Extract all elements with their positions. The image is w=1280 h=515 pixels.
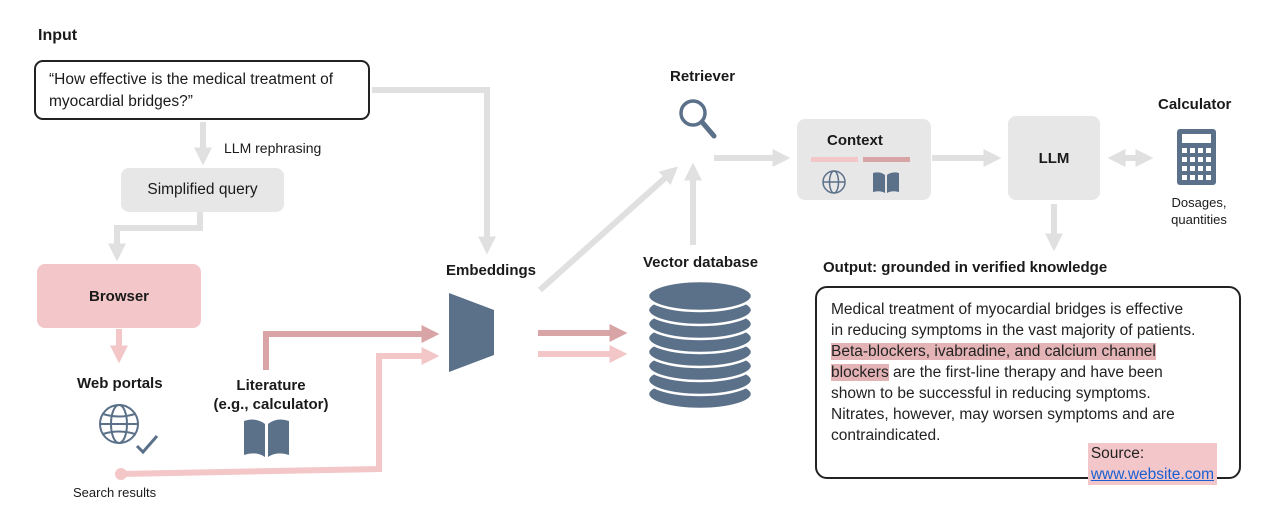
- arrow-query-to-embeddings: [372, 87, 496, 255]
- output-box: Medical treatment of myocardial bridges …: [815, 286, 1241, 485]
- output-line-5: shown to be successful in reducing sympt…: [831, 385, 1151, 402]
- dosages-line-1: Dosages,: [1171, 195, 1227, 210]
- output-line-2: in reducing symptoms in the vast majorit…: [831, 322, 1196, 339]
- calculator-label: Calculator: [1158, 96, 1232, 113]
- output-highlight-2: blockers: [831, 364, 889, 381]
- database-icon: [646, 279, 754, 411]
- query-line-2: myocardial bridges?”: [49, 93, 193, 110]
- context-label: Context: [827, 132, 883, 149]
- embeddings-label: Embeddings: [446, 262, 537, 279]
- literature-line-2: (e.g., calculator): [213, 396, 329, 413]
- search-results-dot: [115, 468, 127, 480]
- search-results-label: Search results: [73, 485, 157, 500]
- source-citation: Source: www.website.com: [1087, 443, 1217, 485]
- embeddings-shape: [449, 293, 494, 372]
- output-line-4-rest: are the first-line therapy and have been: [888, 364, 1163, 381]
- output-title: Output: grounded in verified knowledge: [823, 259, 1108, 276]
- context-bar-1: [811, 157, 858, 162]
- context-bar-2: [863, 157, 910, 162]
- llm-label: LLM: [1038, 149, 1070, 167]
- output-line-1: Medical treatment of myocardial bridges …: [831, 301, 1184, 318]
- input-title: Input: [38, 27, 78, 44]
- retriever-label: Retriever: [670, 68, 736, 85]
- source-label: Source:: [1090, 445, 1145, 462]
- literature-label: Literature (e.g., calculator): [206, 376, 336, 414]
- simplified-query-label: Simplified query: [147, 181, 258, 198]
- query-line-1: “How effective is the medical treatment …: [49, 71, 334, 88]
- context-book-icon: [873, 172, 899, 193]
- literature-line-1: Literature: [236, 377, 306, 394]
- output-line-4: blockers are the first-line therapy and …: [831, 362, 1239, 383]
- arrow-search-results-to-embeddings: [120, 347, 440, 477]
- output-line-7: contraindicated.: [831, 427, 941, 444]
- llm-box: LLM: [1008, 116, 1100, 200]
- context-globe-icon: [822, 170, 846, 194]
- llm-rephrasing-label: LLM rephrasing: [224, 140, 322, 156]
- simplified-query-box: Simplified query: [121, 168, 284, 212]
- arrow-embeddings-to-retriever: [537, 166, 679, 293]
- arrow-literature-to-embeddings: [263, 325, 440, 370]
- output-line-6: Nitrates, however, may worsen symptoms a…: [831, 406, 1175, 423]
- check-icon: [135, 435, 159, 455]
- web-portals-label: Web portals: [77, 375, 163, 392]
- vector-database-label: Vector database: [643, 254, 759, 271]
- output-line-3: Beta-blockers, ivabradine, and calcium c…: [831, 341, 1239, 362]
- book-icon: [244, 419, 289, 457]
- browser-label: Browser: [88, 287, 150, 305]
- query-box: “How effective is the medical treatment …: [34, 60, 370, 120]
- source-link[interactable]: www.website.com: [1090, 466, 1214, 483]
- arrow-simplified-to-browser: [108, 212, 203, 262]
- dosages-label: Dosages, quantities: [1152, 194, 1246, 228]
- globe-icon: [99, 404, 139, 444]
- dosages-line-2: quantities: [1171, 212, 1227, 227]
- search-icon: [679, 99, 717, 139]
- output-highlight-1: Beta-blockers, ivabradine, and calcium c…: [831, 343, 1156, 360]
- browser-box: Browser: [37, 264, 201, 328]
- calculator-icon: [1177, 129, 1216, 185]
